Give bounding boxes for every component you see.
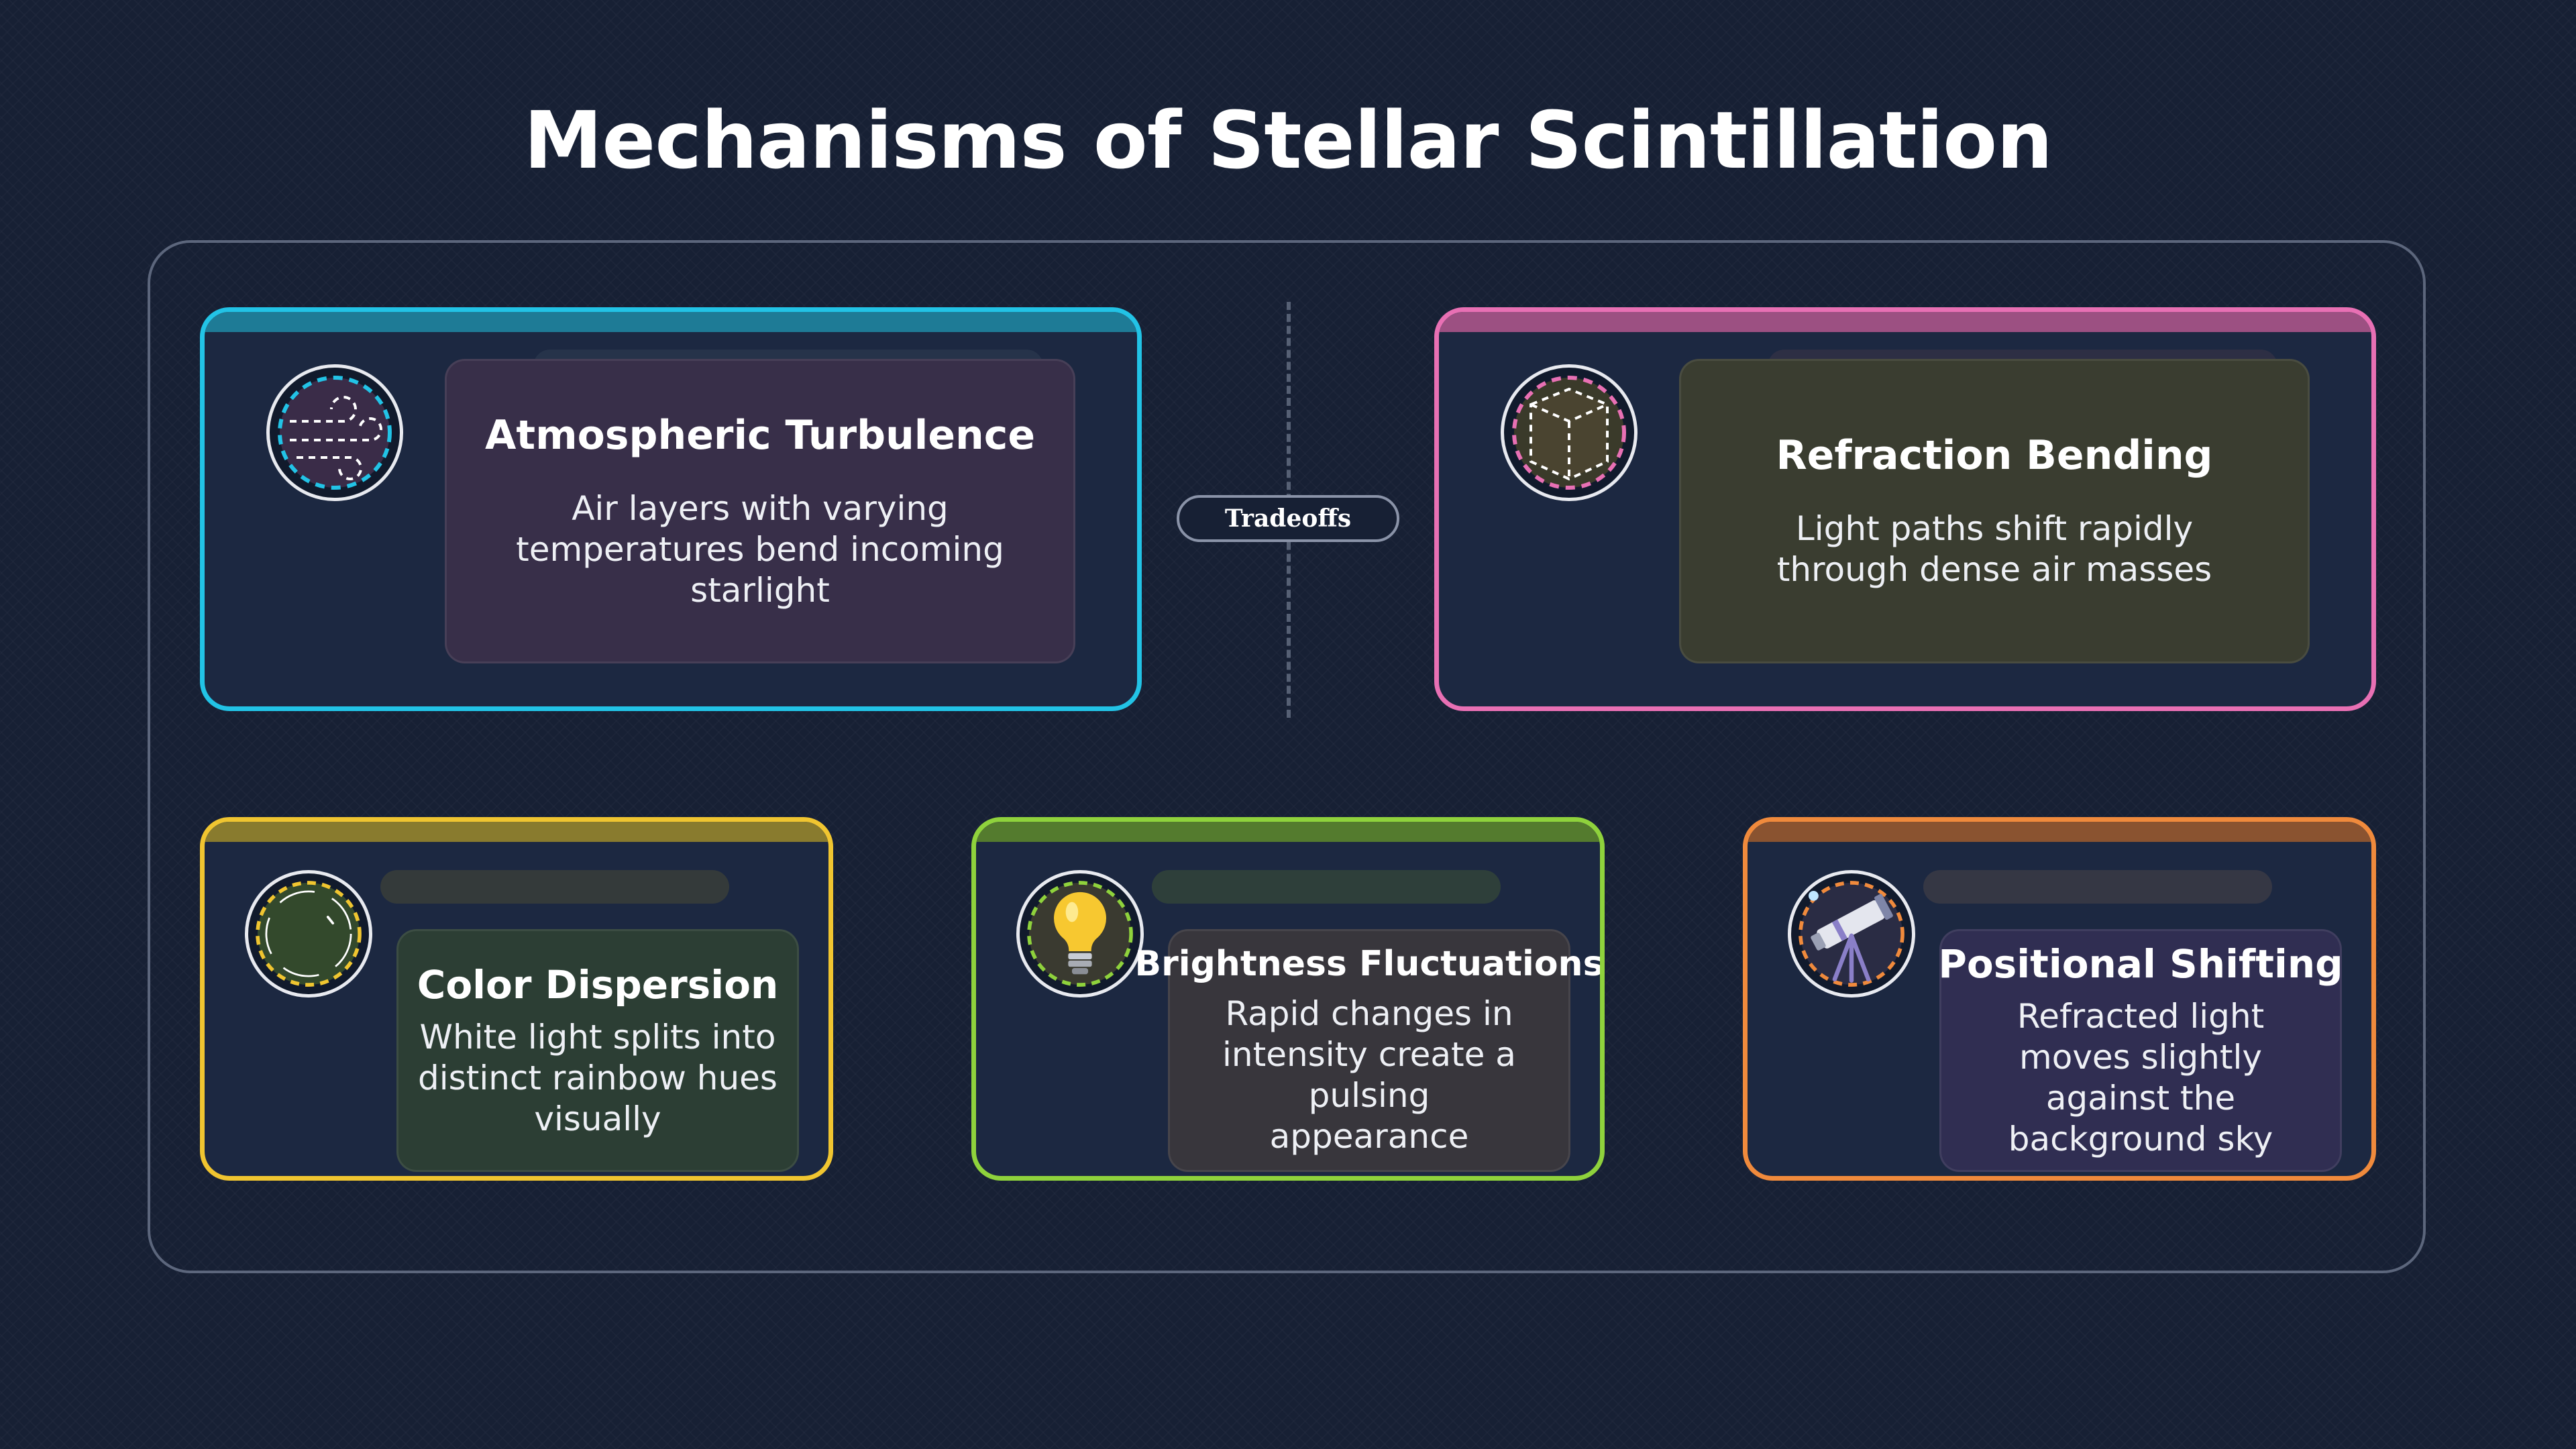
card-content: Positional Shifting Refracted light move…	[1938, 929, 2343, 1172]
card-accent-bar	[1748, 822, 2371, 842]
card-content: Refraction Bending Light paths shift rap…	[1679, 359, 2310, 663]
card-content: Color Dispersion White light splits into…	[396, 929, 799, 1172]
card-description: Light paths shift rapidly through dense …	[1776, 509, 2212, 589]
tradeoffs-badge: Tradeoffs	[1177, 495, 1399, 542]
diagram-frame	[148, 240, 2426, 1273]
card-content: Brightness Fluctuations Rapid changes in…	[1134, 929, 1600, 1172]
wind-icon	[266, 364, 403, 501]
card-description: Rapid changes in intensity create a puls…	[1222, 994, 1516, 1156]
card-heading: Color Dispersion	[417, 961, 779, 1008]
card-accent-bar	[1439, 312, 2371, 332]
card-accent-bar	[205, 822, 828, 842]
card-positional-shifting: Positional Shifting Refracted light move…	[1743, 817, 2376, 1181]
card-accent-bar	[205, 312, 1137, 332]
card-shadow-pill	[380, 870, 729, 904]
card-shadow-pill	[1152, 870, 1501, 904]
page-title: Mechanisms of Stellar Scintillation	[523, 94, 2053, 186]
card-description: White light splits into distinct rainbow…	[418, 1017, 777, 1138]
prism-icon	[1501, 364, 1638, 501]
light-bulb-icon	[1016, 870, 1144, 998]
card-color-dispersion: Color Dispersion White light splits into…	[200, 817, 833, 1181]
card-atmospheric-turbulence: Atmospheric Turbulence Air layers with v…	[200, 307, 1142, 711]
telescope-icon	[1788, 870, 1915, 998]
card-brightness-fluctuations: Brightness Fluctuations Rapid changes in…	[971, 817, 1605, 1181]
card-description: Refracted light moves slightly against t…	[2008, 997, 2273, 1159]
card-heading: Atmospheric Turbulence	[484, 411, 1036, 459]
card-heading: Refraction Bending	[1776, 432, 2213, 479]
card-description: Air layers with varying temperatures ben…	[516, 488, 1004, 610]
card-content: Atmospheric Turbulence Air layers with v…	[445, 359, 1075, 663]
card-accent-bar	[976, 822, 1600, 842]
card-refraction-bending: Refraction Bending Light paths shift rap…	[1434, 307, 2376, 711]
card-shadow-pill	[1923, 870, 2272, 904]
color-circle-icon	[245, 870, 372, 998]
card-heading: Brightness Fluctuations	[1134, 944, 1604, 984]
card-heading: Positional Shifting	[1938, 941, 2343, 987]
